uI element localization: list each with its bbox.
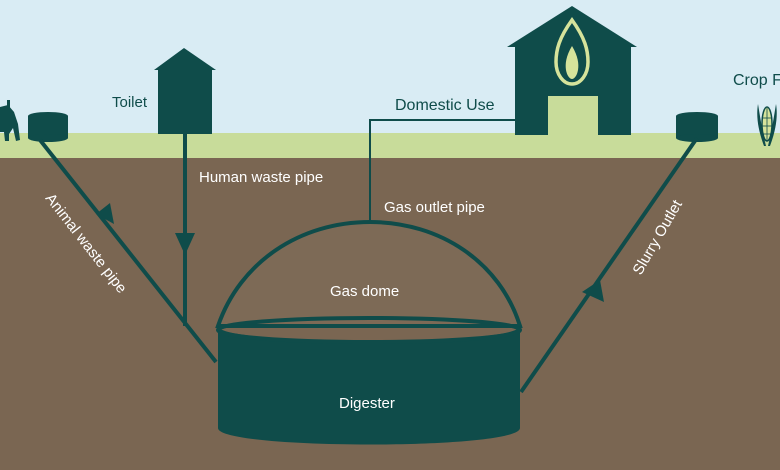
gas-dome xyxy=(215,219,523,328)
sky xyxy=(0,0,780,137)
label-digester: Digester xyxy=(339,395,395,412)
human-waste-arrow xyxy=(175,233,195,255)
label-human-waste-pipe: Human waste pipe xyxy=(199,169,324,186)
gas-flame-icon xyxy=(554,17,590,86)
label-gas-dome: Gas dome xyxy=(330,283,400,300)
cow-icon xyxy=(0,100,20,141)
label-crop: Crop F xyxy=(733,72,780,89)
slurry-outlet-arrow xyxy=(582,280,604,302)
grass-strip xyxy=(0,133,780,158)
toilet-hut-icon xyxy=(154,48,216,134)
slurry-outlet-pipe xyxy=(519,136,699,394)
digester-top-rim xyxy=(216,316,522,344)
animal-waste-arrow xyxy=(96,203,114,224)
gas-outlet-pipe xyxy=(369,119,515,222)
label-domestic-use: Domestic Use xyxy=(395,97,495,114)
digester xyxy=(218,326,520,445)
animal-waste-pipe xyxy=(38,138,218,364)
label-gas-outlet-pipe: Gas outlet pipe xyxy=(384,199,485,216)
corn-icon xyxy=(757,104,777,146)
label-toilet: Toilet xyxy=(112,94,148,111)
inlet-tank-icon xyxy=(28,112,68,142)
slurry-tank-icon xyxy=(676,112,718,142)
